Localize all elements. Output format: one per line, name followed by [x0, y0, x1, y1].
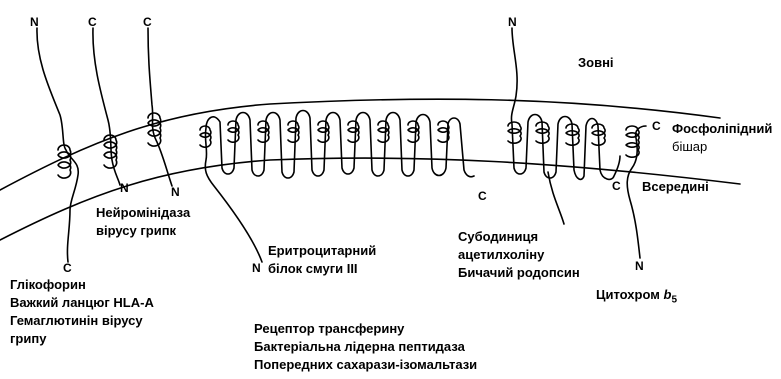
label-glycophorin-4: грипу — [10, 330, 46, 348]
label-transferrin-1: Рецептор трансферину — [254, 320, 404, 338]
terminus-n: N — [635, 260, 644, 272]
label-glycophorin-3: Гемаглютинін вірусу — [10, 312, 143, 330]
terminus-n: N — [30, 16, 39, 28]
glycophorin-chain — [37, 28, 78, 262]
label-bilayer-line1: Фосфоліпідний — [672, 120, 772, 138]
label-cytochrome: Цитохром b5 — [596, 286, 677, 310]
label-neuraminidase-2: вірусу грипк — [96, 222, 176, 240]
neuraminidase-2-helix — [148, 113, 161, 146]
band3-chain — [205, 111, 474, 263]
terminus-c: C — [612, 180, 621, 192]
glycophorin-helix — [58, 145, 71, 178]
label-cytochrome-sub: 5 — [671, 295, 677, 306]
label-inside: Всередині — [642, 178, 709, 196]
label-outside: Зовні — [578, 54, 614, 72]
label-band3-1: Еритроцитарний — [268, 242, 376, 260]
terminus-n: N — [508, 16, 517, 28]
label-glycophorin-2: Важкий ланцюг HLA-A — [10, 294, 154, 312]
label-bilayer-line2: бішар — [672, 138, 707, 156]
label-glycophorin-1: Глікофорин — [10, 276, 86, 294]
terminus-n: N — [120, 182, 129, 194]
terminus-n: N — [252, 262, 261, 274]
neuraminidase-2-chain — [148, 28, 172, 186]
label-acetylcholine-3: Бичачий родопсин — [458, 264, 580, 282]
label-transferrin-3: Попередних сахарази-ізомальтази — [254, 356, 477, 374]
terminus-n: N — [171, 186, 180, 198]
label-cytochrome-name: Цитохром — [596, 287, 663, 302]
terminus-c: C — [143, 16, 152, 28]
terminus-c: C — [63, 262, 72, 274]
terminus-c: C — [478, 190, 487, 202]
label-acetylcholine-2: ацетилхоліну — [458, 246, 544, 264]
terminus-c: C — [652, 120, 661, 132]
terminus-c: C — [88, 16, 97, 28]
label-transferrin-2: Бактеріальна лідерна пептидаза — [254, 338, 465, 356]
label-band3-2: білок смуги III — [268, 260, 358, 278]
label-neuraminidase-1: Нейромінідаза — [96, 204, 190, 222]
label-acetylcholine-1: Субодиниця — [458, 228, 538, 246]
